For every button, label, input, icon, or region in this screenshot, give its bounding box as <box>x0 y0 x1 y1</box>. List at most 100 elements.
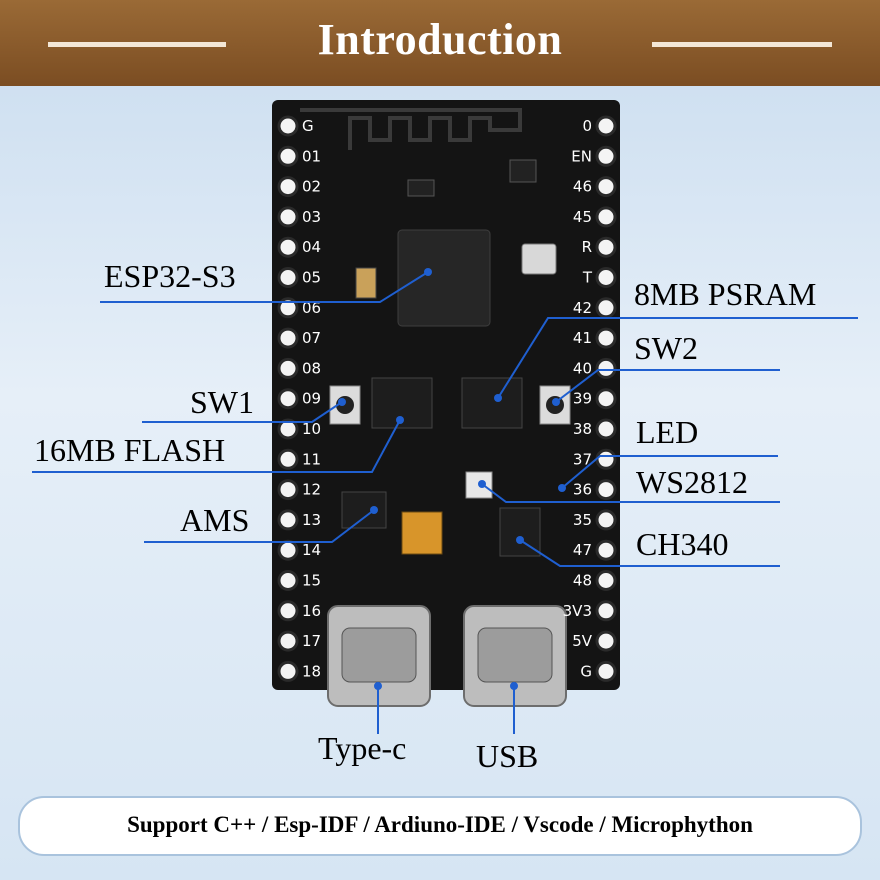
callout-sw1 <box>142 401 343 423</box>
pin-hole-right-11 <box>595 448 617 470</box>
label-flash: 16MB FLASH <box>34 432 226 468</box>
antenna-trace <box>300 108 522 150</box>
pin-hole-right-12 <box>595 479 617 501</box>
pin-hole-right-8 <box>595 357 617 379</box>
pin-label-right-16: 3V3 <box>563 602 592 620</box>
pin-label-right-18: G <box>580 662 592 680</box>
pin-label-right-4: R <box>582 238 592 256</box>
pin-label-left-8: 08 <box>302 359 321 377</box>
pin-hole-right-17 <box>595 630 617 652</box>
label-ams: AMS <box>180 502 250 538</box>
label-usb: USB <box>476 738 539 774</box>
pin-label-left-18: 18 <box>302 662 321 680</box>
pin-hole-left-10 <box>277 418 299 440</box>
pin-label-left-9: 09 <box>302 390 321 408</box>
pin-hole-right-6 <box>595 297 617 319</box>
pin-label-left-14: 14 <box>302 541 321 559</box>
callout-led <box>561 455 778 489</box>
crystal <box>521 243 557 275</box>
left-pin-holes <box>277 115 299 682</box>
callout-psram <box>497 317 858 399</box>
pin-label-left-4: 04 <box>302 238 321 256</box>
psram-chip <box>461 377 523 429</box>
pin-hole-right-3 <box>595 206 617 228</box>
pin-label-right-14: 47 <box>573 541 592 559</box>
pin-hole-left-7 <box>277 327 299 349</box>
pin-hole-left-9 <box>277 388 299 410</box>
pin-hole-left-13 <box>277 509 299 531</box>
callout-flash <box>32 419 401 473</box>
pin-label-left-16: 16 <box>302 602 321 620</box>
pin-label-right-6: 42 <box>573 299 592 317</box>
callout-ws2812 <box>481 483 780 503</box>
label-ch340: CH340 <box>636 526 729 562</box>
pin-hole-right-7 <box>595 327 617 349</box>
pin-label-left-1: 01 <box>302 147 321 165</box>
pin-hole-right-2 <box>595 176 617 198</box>
pin-hole-left-1 <box>277 145 299 167</box>
pin-hole-left-16 <box>277 600 299 622</box>
type-c-port-left-inner <box>341 627 417 683</box>
label-esp32: ESP32-S3 <box>104 258 236 294</box>
header-right-rule <box>652 42 832 47</box>
pin-hole-left-15 <box>277 570 299 591</box>
pin-hole-left-3 <box>277 206 299 228</box>
pin-hole-left-8 <box>277 357 299 379</box>
pin-hole-left-5 <box>277 267 299 288</box>
header-left-rule <box>48 42 226 47</box>
pin-hole-left-17 <box>277 630 299 652</box>
pin-label-left-12: 12 <box>302 481 321 499</box>
pin-label-right-1: EN <box>571 147 592 165</box>
smd-component <box>509 159 537 183</box>
pin-label-left-11: 11 <box>302 450 321 468</box>
callout-ams <box>144 509 375 543</box>
label-sw1: SW1 <box>190 384 254 420</box>
pin-hole-left-4 <box>277 236 299 258</box>
pin-label-left-0: G <box>302 117 314 135</box>
header-banner: Introduction <box>0 0 880 86</box>
pin-label-right-9: 39 <box>573 390 592 408</box>
pin-hole-left-6 <box>277 297 299 319</box>
footer-banner: Support C++ / Esp-IDF / Ardiuno-IDE / Vs… <box>18 796 862 856</box>
pin-label-right-8: 40 <box>573 359 592 377</box>
pin-hole-left-14 <box>277 539 299 561</box>
pin-hole-right-0 <box>595 115 617 137</box>
tantalum-capacitor <box>401 511 443 555</box>
footer-text: Support C++ / Esp-IDF / Ardiuno-IDE / Vs… <box>127 812 753 837</box>
pin-label-right-7: 41 <box>573 329 592 347</box>
pin-label-left-5: 05 <box>302 269 321 287</box>
pin-hole-right-4 <box>595 236 617 258</box>
smd-component <box>407 179 435 197</box>
pin-label-left-13: 13 <box>302 511 321 529</box>
pin-label-left-15: 15 <box>302 572 321 590</box>
smd-component <box>355 267 377 299</box>
pin-hole-right-10 <box>595 418 617 440</box>
pin-hole-right-5 <box>595 267 617 288</box>
callout-ch340 <box>519 539 780 567</box>
callout-dots <box>338 268 566 690</box>
pin-label-left-3: 03 <box>302 208 321 226</box>
pin-hole-right-9 <box>595 388 617 410</box>
pin-label-right-0: 0 <box>582 117 592 135</box>
pin-label-right-15: 48 <box>573 572 592 590</box>
pin-hole-right-15 <box>595 570 617 591</box>
pin-label-right-5: T <box>582 269 593 287</box>
pin-label-left-17: 17 <box>302 632 321 650</box>
pin-label-right-17: 5V <box>572 632 593 650</box>
pin-hole-left-0 <box>277 115 299 137</box>
pin-label-right-12: 36 <box>573 481 592 499</box>
pin-label-right-3: 45 <box>573 208 592 226</box>
pin-hole-right-16 <box>595 600 617 622</box>
pin-label-left-10: 10 <box>302 420 321 438</box>
label-psram: 8MB PSRAM <box>634 276 817 312</box>
pin-hole-right-18 <box>595 660 617 682</box>
ams-regulator <box>341 491 387 529</box>
page-title: Introduction <box>317 15 563 64</box>
pin-label-left-2: 02 <box>302 178 321 196</box>
pin-label-right-2: 46 <box>573 178 592 196</box>
pin-label-left-6: 06 <box>302 299 321 317</box>
right-pin-holes <box>595 115 617 682</box>
